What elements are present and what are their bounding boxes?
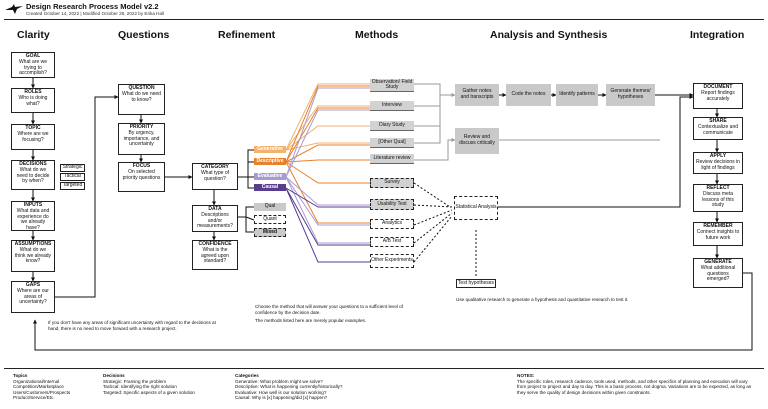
decision-type-targeted: Targeted <box>60 182 85 190</box>
methods-note-1: Choose the method that will answer your … <box>255 304 404 315</box>
analysis-statistical: Statistical Analysis <box>454 196 498 220</box>
method-other-qual: [Other Qual] <box>370 138 414 148</box>
method-observation: Observation/ Field Study <box>370 78 414 92</box>
data-type-qual: Qual <box>254 203 286 211</box>
column-methods: Methods <box>355 29 399 41</box>
column-clarity: Clarity <box>17 29 50 41</box>
footer-notes: NOTES: The specific roles, research cade… <box>517 373 752 395</box>
analysis-generate-themes: Generate themes/ hypotheses <box>606 84 655 106</box>
column-integration: Integration <box>690 29 745 41</box>
category-evaluative: Evaluative <box>254 173 286 180</box>
page-subtitle: Created October 14, 2022 | Modified Octo… <box>26 11 165 16</box>
logo-bird-icon <box>4 2 24 14</box>
decision-type-tactical: Tactical <box>60 173 85 181</box>
category-generative: Generative <box>254 146 286 153</box>
category-descriptive: Descriptive <box>254 158 286 165</box>
category-causal: Causal <box>254 184 286 191</box>
data-type-quant: Quant <box>254 215 286 224</box>
analysis-note: Use qualitative research to generate a h… <box>456 297 629 302</box>
analysis-identify-patterns: Identify patterns <box>556 84 598 106</box>
method-other-experiments: Other Experiments <box>370 254 414 268</box>
column-analysis-synthesis: Analysis and Synthesis <box>490 29 608 41</box>
method-literature-review: Literature review <box>370 154 414 164</box>
method-ab-test: A/B Test <box>370 237 414 247</box>
method-survey: Survey <box>370 178 414 188</box>
gaps-note: If you don't have any areas of significa… <box>48 320 216 331</box>
methods-note-2: The methods listed here are merely popul… <box>255 318 367 323</box>
method-analytics: Analytics <box>370 219 414 229</box>
footer-topics: Topics Organizational/Internal Competiti… <box>13 373 71 400</box>
analysis-review-discuss: Review and discuss critically <box>455 128 499 154</box>
method-diary-study: Diary Study <box>370 121 414 131</box>
column-questions: Questions <box>118 29 170 41</box>
footer-decisions: Decisions Strategic: Framing the problem… <box>103 373 195 395</box>
page-title: Design Research Process Model v2.2 <box>26 2 159 11</box>
footer-categories: Categories Generative: What problem migh… <box>235 373 343 400</box>
analysis-test-hypotheses: Test hypotheses <box>456 279 496 288</box>
method-usability-test: Usability Test <box>370 199 414 210</box>
analysis-code-notes: Code the notes <box>506 84 551 106</box>
analysis-gather-notes: Gather notes and transcripts <box>455 84 499 106</box>
footer-rule <box>4 368 764 369</box>
data-type-mixed: Mixed <box>254 228 286 237</box>
header-rule <box>4 19 764 20</box>
decision-type-strategic: Strategic <box>60 164 85 172</box>
column-refinement: Refinement <box>218 29 276 41</box>
method-interview: Interview <box>370 101 414 111</box>
